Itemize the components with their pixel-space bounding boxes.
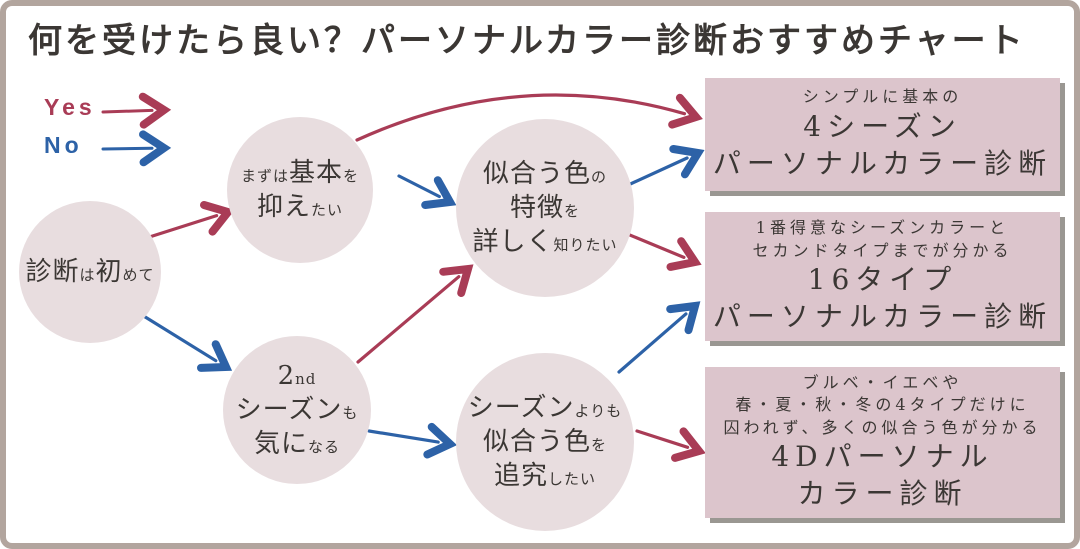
arrow-pursue-colors-to-four-d <box>635 427 706 462</box>
arrow-basics-to-four-seasons <box>355 93 703 142</box>
arrow-basics-to-color-traits <box>397 174 457 209</box>
node-text-segment: 診断 <box>25 256 80 287</box>
node-text-segment: 抑え <box>256 192 311 222</box>
arrow-start-to-second-season <box>140 313 233 372</box>
node-text-segment: 2 <box>277 360 296 391</box>
node-text-segment: は <box>79 265 96 284</box>
node-text-segment: ブルベ・イエベや <box>802 372 963 392</box>
node-text-segment: nd <box>295 369 317 388</box>
node-text-segment: パーソナルカラー診断 <box>712 299 1053 333</box>
node-text-segment: 気に <box>253 429 308 460</box>
node-text-segment: たい <box>311 201 344 219</box>
node-text-segment: 基本 <box>288 157 343 188</box>
node-text-segment: 春・夏・秋・冬の4タイプだけに <box>735 395 1030 415</box>
node-text-segment: 4Dパーソナル <box>771 440 994 474</box>
node-text-segment: 似合う色 <box>482 158 591 189</box>
node-text-segment: シーズン <box>235 394 343 425</box>
node-learn-basics: まずは基本を抑えたい <box>227 117 373 263</box>
node-text-segment: 似合う色 <box>482 426 591 457</box>
node-text-segment: セカンドタイプまでが分かる <box>752 240 1013 260</box>
chart-title: 何を受けたら良い？パーソナルカラー診断おすすめチャート <box>28 21 1026 61</box>
arrow-start-to-basics <box>138 201 235 242</box>
node-start-diagnosis-first: 診断は初めて <box>19 201 161 343</box>
node-text-segment: シンプルに基本の <box>802 87 963 107</box>
node-color-traits-detail: 似合う色の特徴を詳しく知りたい <box>456 119 634 297</box>
node-text-segment: したい <box>548 470 597 489</box>
node-text-segment: よりも <box>574 401 623 420</box>
node-text-segment: まずは <box>240 166 289 185</box>
legend-yes-arrow <box>101 92 172 129</box>
node-text-segment: を <box>591 435 608 454</box>
node-second-season: 2nd シーズンも気になる <box>223 336 371 484</box>
arrow-second-season-to-pursue-colors <box>367 422 458 459</box>
legend-yes-label: Yes <box>44 94 96 120</box>
node-pursue-colors: シーズンよりも似合う色を追究したい <box>456 353 634 531</box>
node-text-segment: 囚われず、多くの似合う色が分かる <box>723 417 1042 437</box>
node-text-segment: を <box>564 201 581 220</box>
node-text-segment: 詳しく <box>472 227 554 258</box>
node-text-segment: 追究 <box>493 461 548 492</box>
node-text-segment: 1番得意なシーズンカラーと <box>755 218 1010 238</box>
result-four-d-box: ブルベ・イエベや春・夏・秋・冬の4タイプだけに囚われず、多くの似合う色が分かる 4… <box>705 367 1060 518</box>
node-text-segment: シーズン <box>467 392 575 423</box>
arrow-second-season-to-color-traits <box>356 264 474 364</box>
node-text-segment: を <box>343 166 360 185</box>
node-text-segment: カラー診断 <box>797 477 968 511</box>
node-text-segment: も <box>342 403 359 422</box>
node-text-segment: 初 <box>95 256 123 287</box>
node-text-segment: の <box>591 167 608 186</box>
node-text-segment: めて <box>122 265 155 284</box>
arrow-pursue-colors-to-sixteen-type <box>617 301 701 374</box>
arrow-color-traits-to-sixteen-type <box>623 231 702 271</box>
node-text-segment: パーソナルカラー診断 <box>712 146 1053 180</box>
node-text-segment: 知りたい <box>553 236 618 255</box>
node-text-segment: 特徴 <box>509 192 564 223</box>
arrow-color-traits-to-four-seasons <box>624 145 705 188</box>
node-text-segment: なる <box>308 438 341 457</box>
node-text-segment: 16タイプ <box>807 262 958 296</box>
legend-no-arrow <box>101 130 172 167</box>
legend-no-label: No <box>44 132 83 158</box>
node-text-segment: 4シーズン <box>803 109 962 143</box>
